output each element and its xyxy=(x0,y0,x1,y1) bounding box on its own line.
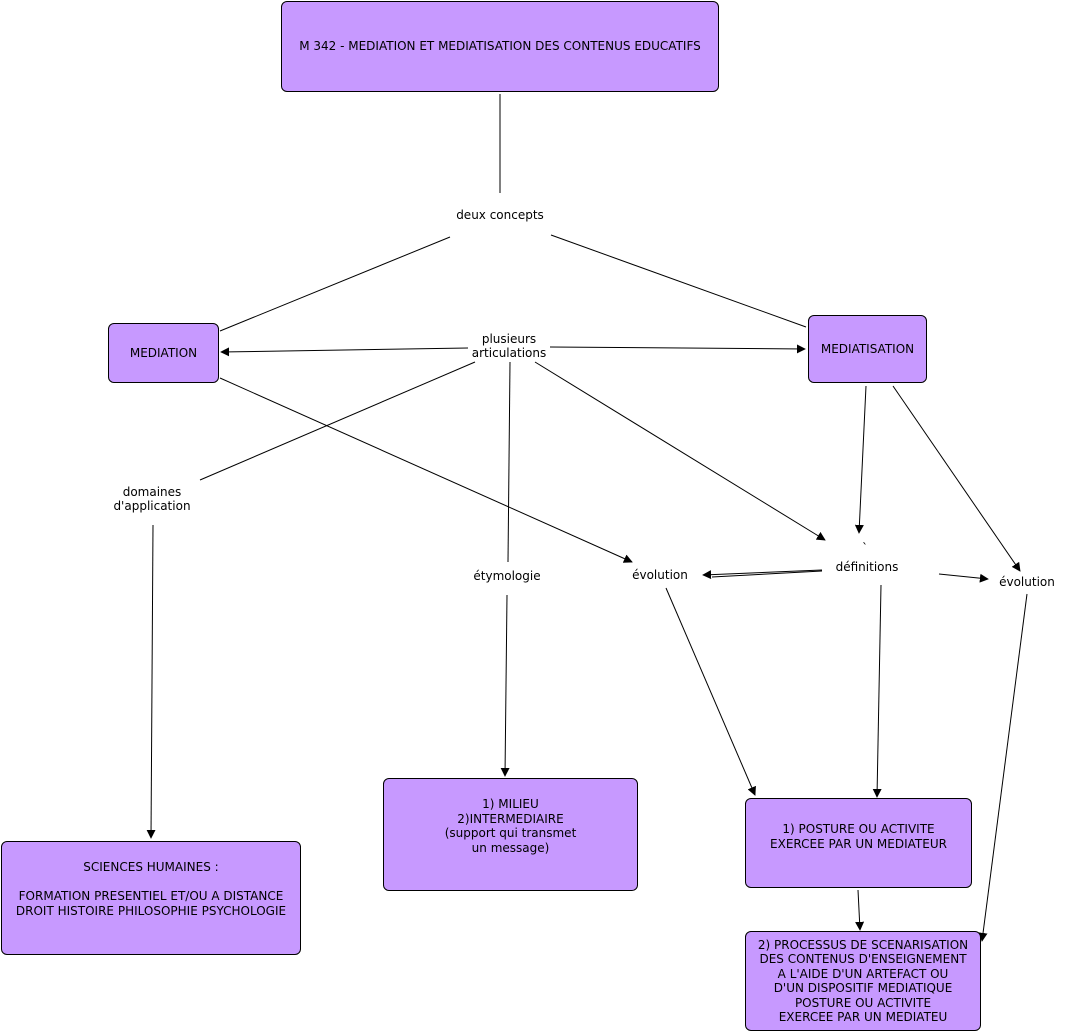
label-plusieurs-articulations[interactable]: plusieurs articulations xyxy=(471,332,547,360)
posture-node[interactable]: 1) POSTURE OU ACTIVITE EXERCEE PAR UN ME… xyxy=(745,798,972,888)
stray-mark: ` xyxy=(862,541,868,555)
edge-mediatisation-evolution xyxy=(892,385,1021,572)
sciences-humaines-node[interactable]: SCIENCES HUMAINES : FORMATION PRESENTIEL… xyxy=(1,841,301,955)
label-evolution-right[interactable]: évolution xyxy=(999,575,1055,589)
edge-articulations-definitions xyxy=(534,361,826,541)
mediatisation-node[interactable]: MEDIATISATION xyxy=(808,315,927,383)
edge-evolution-posture xyxy=(665,587,756,796)
edge-definitions-evolution-right xyxy=(938,573,989,583)
edge-articulations-mediatisation xyxy=(549,344,806,354)
processus-node[interactable]: 2) PROCESSUS DE SCENARISATION DES CONTEN… xyxy=(745,931,981,1031)
edge-definitions-posture xyxy=(872,584,882,798)
edge-domaines-sciences xyxy=(146,524,156,839)
mediation-node[interactable]: MEDIATION xyxy=(108,323,219,383)
milieu-node[interactable]: 1) MILIEU 2)INTERMEDIAIRE (support qui t… xyxy=(383,778,638,891)
label-etymologie[interactable]: étymologie xyxy=(473,569,541,583)
label-evolution-left[interactable]: évolution xyxy=(632,568,688,582)
edge-deux-concepts-mediatisation xyxy=(550,234,807,328)
label-domaines-application[interactable]: domaines d'application xyxy=(113,485,191,513)
label-definitions[interactable]: définitions xyxy=(835,560,899,574)
edge-deux-concepts-mediation xyxy=(219,236,451,332)
edge-posture-processus xyxy=(855,889,865,931)
edge-articulations-etymologie xyxy=(507,361,511,563)
edge-articulations-mediation xyxy=(220,347,469,357)
edge-mediation-evolution xyxy=(219,377,633,563)
edge-mediatisation-definitions xyxy=(854,385,867,534)
edge-definitions-evolution-left-double xyxy=(711,570,823,578)
edge-definitions-evolution-left xyxy=(702,569,823,580)
title-node[interactable]: M 342 - MEDIATION ET MEDIATISATION DES C… xyxy=(281,1,719,92)
edge-evolution-right-processus xyxy=(978,593,1028,942)
label-deux-concepts[interactable]: deux concepts xyxy=(456,208,544,222)
edge-etymologie-milieu xyxy=(500,594,510,777)
edge-articulations-domaines xyxy=(199,361,476,481)
